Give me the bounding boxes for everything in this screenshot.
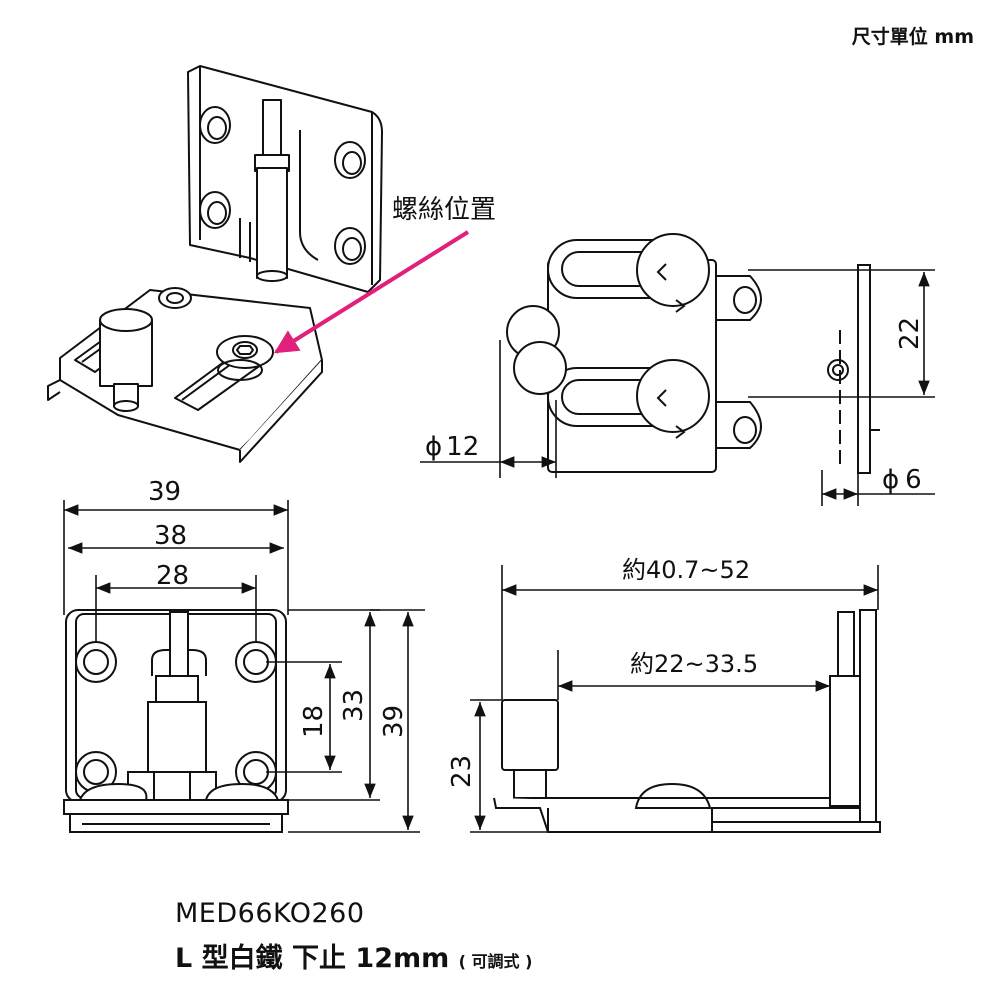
dim-plate-height: 33: [339, 689, 369, 722]
product-model: MED66KO260: [175, 898, 365, 929]
dim-overall-height: 39: [379, 705, 409, 738]
top-view-dimensions: [420, 269, 935, 506]
dim-hole-pitch: 28: [156, 561, 189, 591]
dim-total-span: 約40.7~52: [622, 556, 750, 584]
dim-plate-width: 38: [154, 521, 187, 551]
dim-hole-spacing: 22: [895, 317, 925, 350]
dim-overall-width: 39: [148, 477, 181, 507]
front-view-dimensions: [63, 500, 425, 833]
isometric-view: [47, 65, 383, 463]
callout-label: 螺絲位置: [392, 195, 496, 225]
product-name: L 型白鐵 下止 12mm: [175, 943, 450, 974]
unit-note: 尺寸單位 mm: [851, 26, 974, 48]
product-note: ( 可調式 ): [458, 952, 533, 971]
front-view: [63, 609, 289, 833]
dim-pin-height: 23: [447, 755, 477, 788]
screw-position-callout: 螺絲位置: [273, 195, 496, 354]
callout-arrow: [273, 230, 470, 354]
side-view-dimensions: [470, 565, 879, 833]
dim-inner-span: 約22~33.5: [630, 650, 758, 678]
product-title: L 型白鐵 下止 12mm ( 可調式 ): [175, 936, 532, 975]
side-view: [493, 609, 881, 833]
top-view: [506, 233, 880, 474]
dim-hole-vertical: 18: [299, 705, 329, 738]
